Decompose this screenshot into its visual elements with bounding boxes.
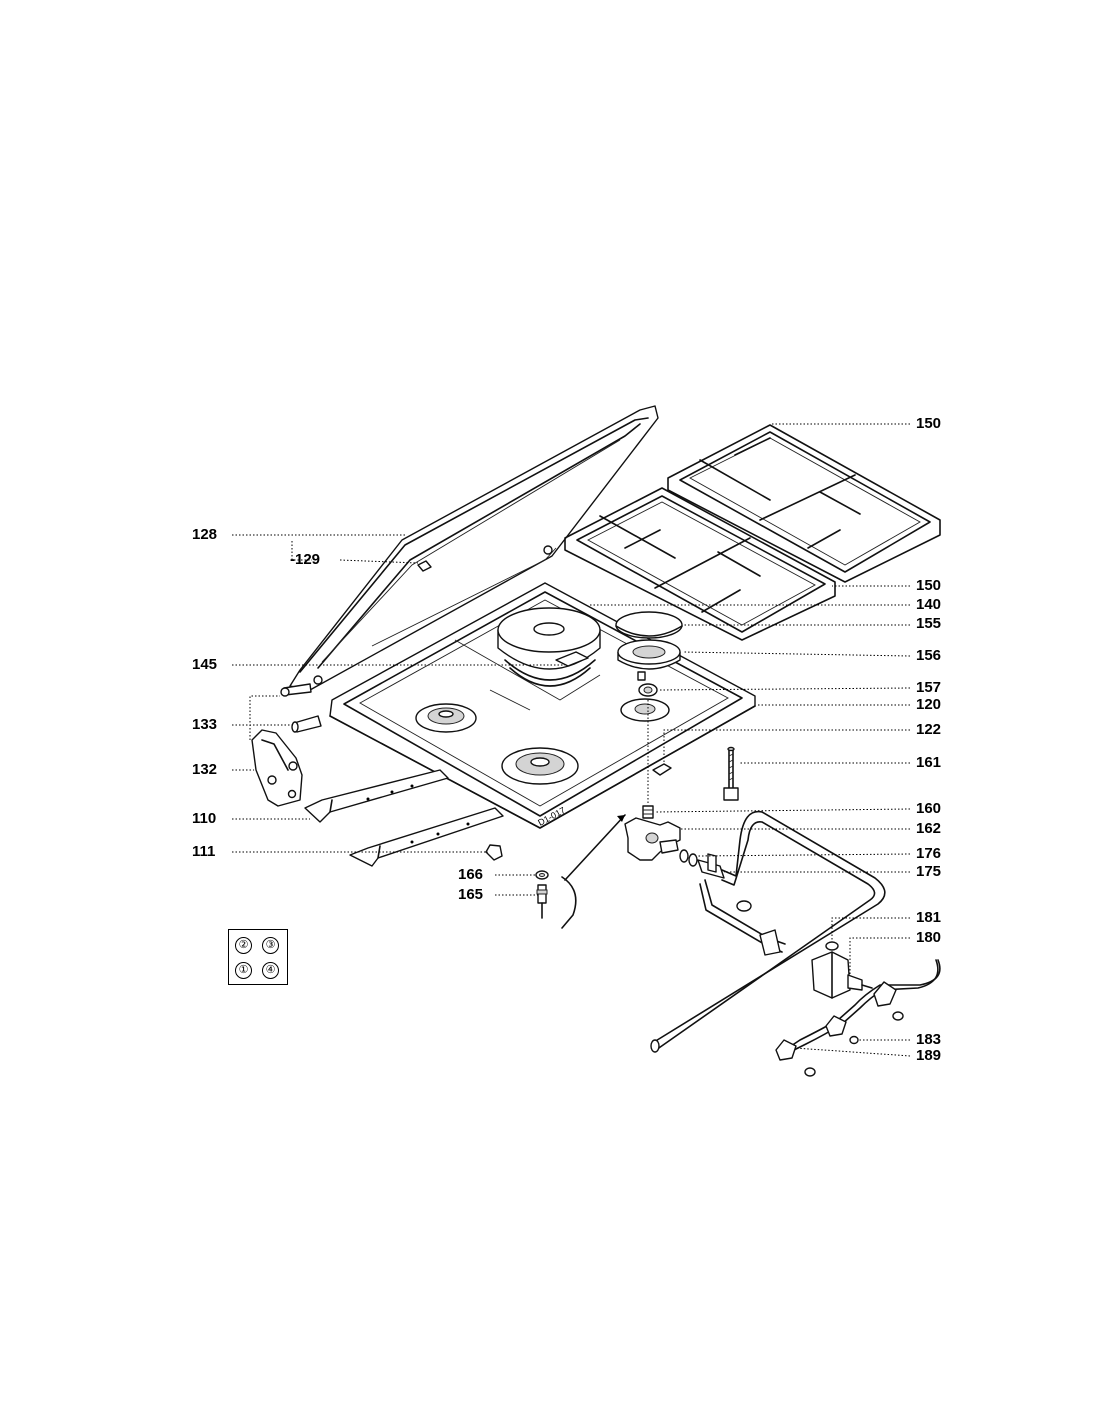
detail-arrow [564, 814, 626, 881]
bracket-110 [304, 769, 449, 823]
callout-161: 161 [916, 754, 942, 771]
screw-161 [723, 746, 739, 801]
lid-cover [289, 405, 659, 691]
washers-176 [679, 849, 698, 867]
leader-lines [232, 423, 911, 1057]
callout-128: 128 [192, 526, 218, 543]
callout-133: 133 [192, 716, 218, 733]
callout-180: 180 [916, 929, 942, 946]
jet-160 [642, 805, 654, 819]
pipe-connector-175 [697, 853, 725, 879]
callout-111: 111 [192, 843, 216, 860]
callout-165: 165 [458, 886, 484, 903]
callout-145: 145 [192, 656, 218, 673]
callout-155: 155 [916, 615, 942, 632]
callout-129: -129 [290, 551, 321, 568]
bracket-111 [349, 807, 504, 867]
burner-cap [615, 611, 683, 639]
thermocouple-165 [536, 884, 548, 919]
callout-122: 122 [916, 721, 942, 738]
callout-156: 156 [916, 647, 942, 664]
injector [638, 683, 658, 697]
pan-support-rear [667, 424, 941, 583]
gas-valve [811, 941, 873, 999]
callout-175: 175 [916, 863, 942, 880]
burner-right [620, 698, 670, 722]
hotplate [497, 607, 601, 687]
callout-183: 183 [916, 1031, 942, 1048]
callout-150: 150 [916, 415, 942, 432]
legend-position-4: ④ [262, 962, 279, 979]
callout-160: 160 [916, 800, 942, 817]
legend-position-2: ② [235, 937, 252, 954]
hinge-clip-129 [417, 560, 432, 572]
hinge [251, 729, 303, 807]
hinge-sleeve [291, 715, 322, 733]
callout-110: 110 [192, 810, 217, 827]
callout-132: 132 [192, 761, 218, 778]
callout-157: 157 [916, 679, 942, 696]
hinge-pin [280, 683, 312, 697]
detail-arc [561, 876, 577, 929]
callout-189: 189 [916, 1047, 942, 1064]
pan-support-front [564, 487, 836, 641]
callout-162: 162 [916, 820, 942, 837]
manifold-162 [624, 817, 681, 861]
clip-part [485, 844, 503, 861]
legend-position-1: ① [235, 962, 252, 979]
callout-166: 166 [458, 866, 484, 883]
burner-position-legend: ② ③ ① ④ [228, 929, 288, 985]
callout-176: 176 [916, 845, 942, 862]
burner-head [617, 639, 681, 681]
callout-181: 181 [916, 909, 942, 926]
nut-166 [535, 870, 549, 880]
wiring-harness [775, 959, 941, 1077]
callout-150: 150 [916, 577, 942, 594]
spacer-122 [652, 763, 672, 776]
legend-position-3: ③ [262, 937, 279, 954]
callout-120: 120 [916, 696, 942, 713]
burner-front [501, 747, 579, 785]
burner-left [415, 703, 477, 733]
callout-140: 140 [916, 596, 942, 613]
gas-pipe [650, 810, 886, 1053]
